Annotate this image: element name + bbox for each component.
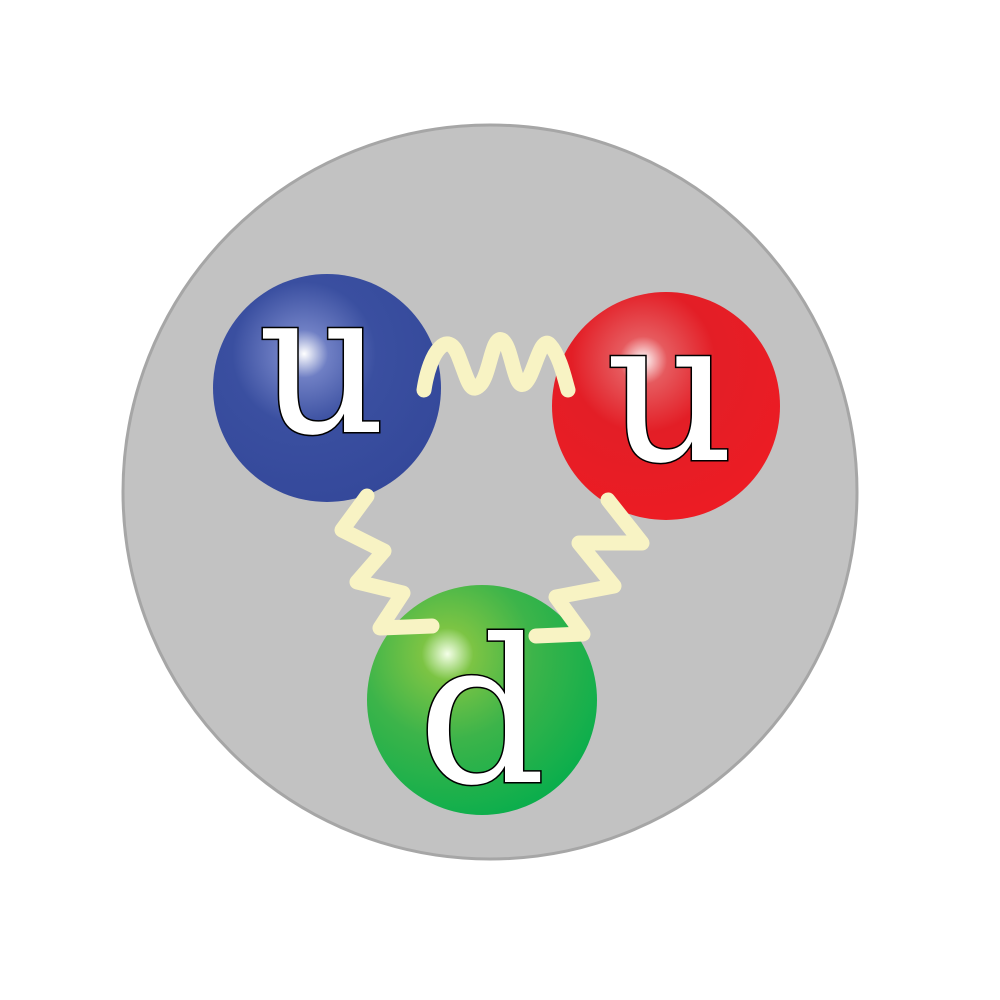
up-quark-blue xyxy=(213,274,441,502)
quark-label-u2: u xyxy=(606,275,735,508)
quark-label-d: d xyxy=(418,597,546,830)
gluon-right xyxy=(528,492,650,644)
quark-label-u1: u xyxy=(258,247,387,480)
up-quark-red xyxy=(552,292,780,520)
gluon-top xyxy=(416,332,576,398)
gluon-left xyxy=(334,488,440,636)
